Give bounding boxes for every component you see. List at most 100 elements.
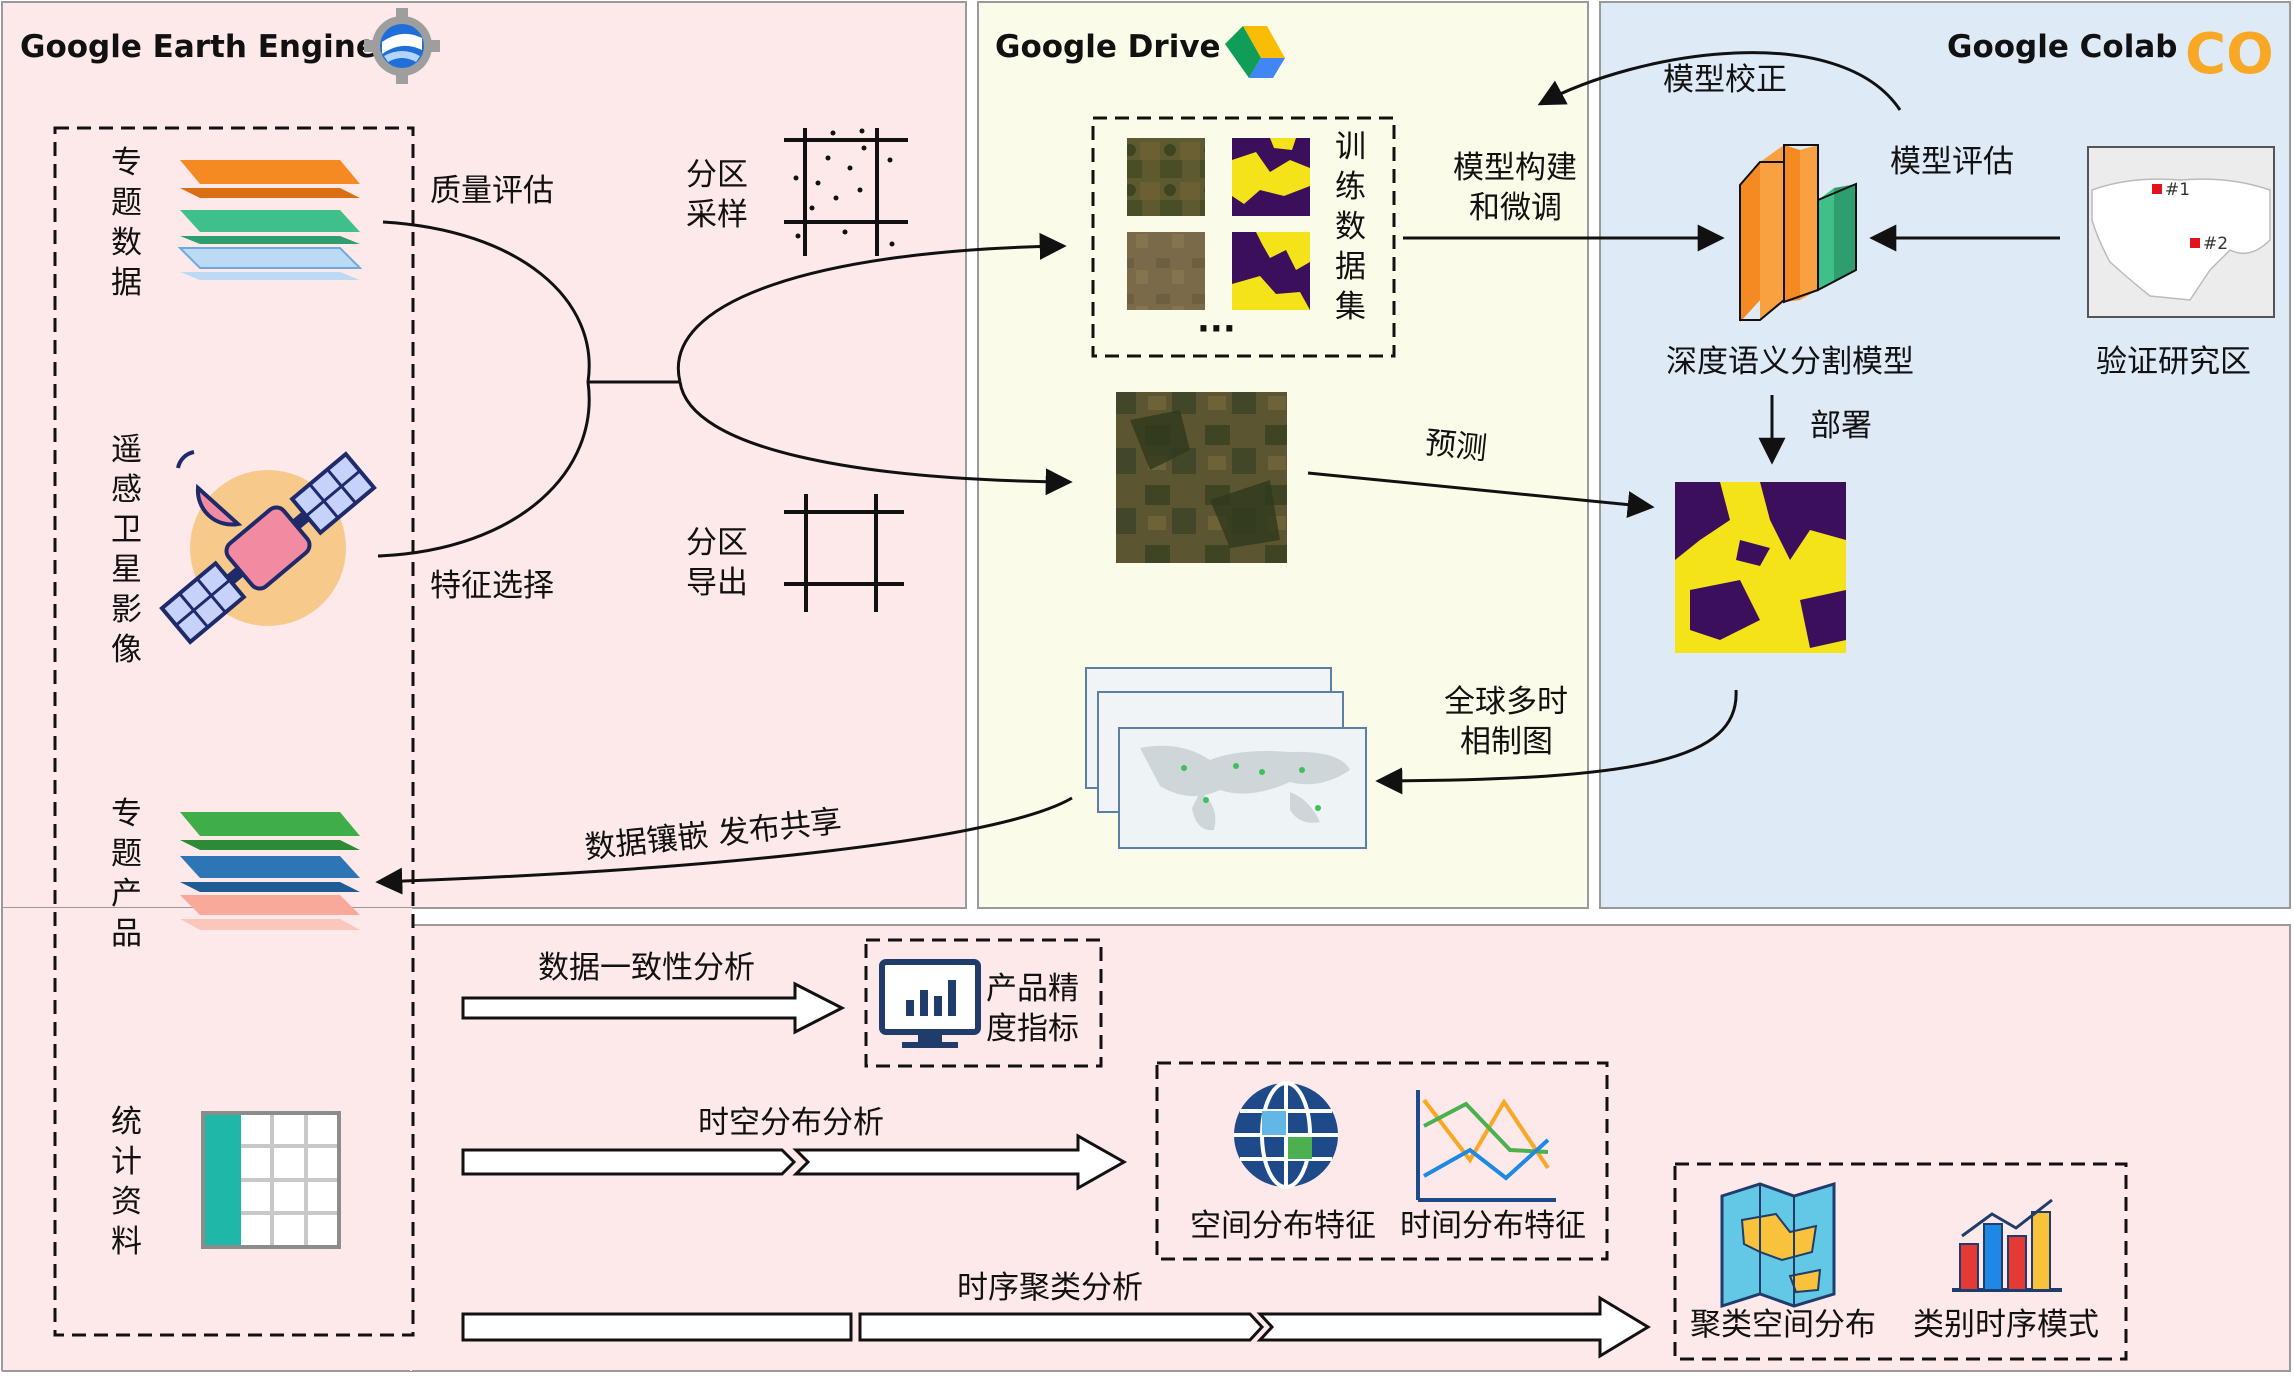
layers-icon — [177, 160, 363, 280]
svg-text:产品精: 产品精 — [986, 971, 1079, 1007]
colab-panel — [1599, 1, 2291, 909]
clustering-analysis-label: 时序聚类分析 — [957, 1270, 1143, 1306]
vertical-char: 品 — [111, 916, 142, 952]
training-ellipsis: ··· — [1197, 309, 1236, 349]
cluster-map-icon — [1720, 1181, 1836, 1309]
feature-select-label: 特征选择 — [430, 568, 554, 604]
vertical-char: 影 — [111, 592, 142, 628]
vertical-char: 产 — [111, 876, 142, 912]
to-image-arrow — [678, 381, 1073, 496]
vertical-char: 感 — [111, 472, 142, 508]
vertical-char: 料 — [111, 1224, 142, 1260]
vertical-char: 资 — [111, 1184, 142, 1220]
vertical-char: 据 — [1335, 249, 1366, 285]
global-maps-label: 全球多时 相制图 — [1444, 684, 1568, 760]
segmentation-model-icon — [1739, 144, 1857, 322]
mosaic-share-arrow — [375, 796, 1073, 895]
export-grid-icon — [784, 494, 904, 612]
cluster-spatial-label: 聚类空间分布 — [1690, 1307, 1876, 1343]
spatiotemporal-analysis-label: 时空分布分析 — [698, 1105, 884, 1141]
vertical-char: 统 — [111, 1104, 142, 1140]
zone-sampling-line2: 采样 — [686, 197, 748, 233]
vertical-char: 集 — [1335, 289, 1366, 325]
prediction-map — [1675, 482, 1846, 653]
vertical-char: 卫 — [111, 512, 142, 548]
vertical-char: 题 — [111, 836, 142, 872]
class-bar-chart-icon — [1952, 1198, 2062, 1292]
consistency-analysis-label: 数据一致性分析 — [538, 950, 755, 986]
global-maps-stack — [1085, 667, 1367, 849]
accuracy-box — [864, 938, 1103, 1068]
colab-logo-icon: CO — [2185, 22, 2274, 87]
zone-export-line2: 导出 — [686, 565, 748, 601]
consistency-arrow — [461, 981, 846, 1035]
line-chart-icon — [1416, 1090, 1556, 1202]
vertical-char: 专 — [111, 796, 142, 832]
drive-title: Google Drive — [995, 29, 1221, 65]
product-layers-icon — [180, 812, 360, 930]
training-label-2 — [1232, 232, 1310, 310]
segmentation-model-label: 深度语义分割模型 — [1666, 344, 1914, 380]
vertical-char: 专 — [111, 145, 142, 181]
spatiotemporal-arrow-part2 — [792, 1133, 1128, 1191]
model-calibration-arrow — [1537, 51, 1902, 111]
svg-text:度指标: 度指标 — [986, 1011, 1079, 1047]
gee-title: Google Earth Engine — [20, 29, 377, 65]
vertical-char: 计 — [111, 1144, 142, 1180]
spatiotemporal-arrow-part1 — [461, 1148, 797, 1176]
class-temporal-label: 类别时序模式 — [1913, 1307, 2099, 1343]
svg-text:模型构建: 模型构建 — [1453, 150, 1577, 186]
clustering-arrow-part3 — [1256, 1295, 1651, 1359]
gee-gear-icon — [364, 8, 440, 84]
distribution-box — [1155, 1061, 1609, 1261]
inputs-box — [53, 126, 415, 1337]
analysis-panel — [409, 924, 2291, 1372]
deploy-label: 部署 — [1810, 408, 1872, 444]
training-set-box — [1091, 116, 1396, 358]
accuracy-metrics-label: 产品精 度指标 — [986, 971, 1079, 1047]
vertical-char: 题 — [111, 185, 142, 221]
statistics-table-icon — [201, 1111, 341, 1249]
google-drive-icon — [1225, 26, 1285, 78]
model-build-label: 模型构建 和微调 — [1453, 150, 1577, 226]
vertical-char: 据 — [111, 265, 142, 301]
marker-2-label: #2 — [2203, 234, 2228, 254]
model-calibration-label: 模型校正 — [1663, 62, 1787, 98]
training-image-1 — [1127, 138, 1205, 216]
vertical-char: 练 — [1335, 169, 1366, 205]
spatial-distribution-label: 空间分布特征 — [1190, 1208, 1376, 1244]
svg-text:全球多时: 全球多时 — [1444, 684, 1568, 720]
vertical-char: 数 — [111, 225, 142, 261]
sampling-grid-icon — [784, 128, 908, 256]
validation-map: #1 #2 — [2087, 146, 2275, 318]
marker-1-label: #1 — [2165, 180, 2190, 200]
to-training-arrow — [676, 232, 1067, 383]
validation-area-label: 验证研究区 — [2096, 344, 2251, 380]
predict-arrow — [1307, 471, 1655, 519]
globe-icon — [1234, 1081, 1338, 1189]
vertical-char: 训 — [1335, 129, 1366, 165]
vertical-char: 遥 — [111, 432, 142, 468]
quality-eval-label: 质量评估 — [430, 173, 554, 209]
training-label-1 — [1232, 138, 1310, 216]
zone-sampling-line1: 分区 — [686, 157, 748, 193]
svg-text:相制图: 相制图 — [1460, 724, 1553, 760]
vertical-char: 像 — [111, 632, 142, 668]
model-eval-label: 模型评估 — [1890, 144, 2014, 180]
satellite-icon — [159, 450, 377, 645]
vertical-char: 星 — [111, 552, 142, 588]
temporal-distribution-label: 时间分布特征 — [1400, 1208, 1586, 1244]
predict-label: 预测 — [1423, 425, 1488, 467]
gee-panel — [1, 1, 967, 909]
training-image-2 — [1127, 232, 1205, 310]
sample-points — [793, 128, 895, 247]
clustering-box — [1673, 1162, 2128, 1361]
vertical-char: 数 — [1335, 209, 1366, 245]
colab-title: Google Colab — [1947, 29, 2177, 65]
